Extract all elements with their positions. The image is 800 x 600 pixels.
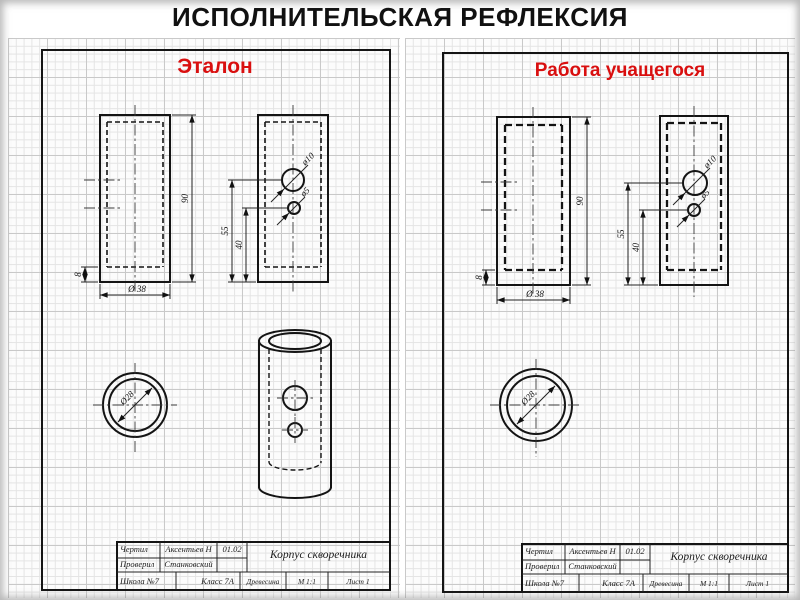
tb-checked-label: Проверил — [120, 559, 155, 569]
svg-text:ø5: ø5 — [697, 187, 711, 201]
svg-text:ø10: ø10 — [299, 150, 317, 168]
svg-text:40: 40 — [631, 243, 641, 253]
tb-material: Древесина — [246, 577, 280, 586]
tb-material: Древесина — [649, 579, 683, 588]
svg-text:55: 55 — [220, 226, 230, 236]
tb-school: Школа №7 — [525, 578, 565, 588]
svg-text:90: 90 — [180, 194, 190, 204]
svg-text:Ø 38: Ø 38 — [525, 289, 544, 299]
svg-text:55: 55 — [616, 229, 626, 239]
svg-text:8: 8 — [474, 275, 484, 280]
tb-scale: М 1:1 — [699, 579, 719, 588]
tb-sheet: Лист 1 — [745, 579, 770, 588]
tb-sheet: Лист 1 — [346, 577, 370, 586]
tb-class: Класс 7А — [201, 576, 234, 586]
svg-text:Ø 38: Ø 38 — [127, 284, 146, 294]
tb-drew-name: Аксентьев Н — [569, 546, 616, 556]
tb-drew-label: Чертил — [120, 544, 148, 554]
svg-text:40: 40 — [234, 240, 244, 250]
tb-checked-name: Станковский — [164, 559, 213, 569]
tb-date: 01.02 — [625, 546, 645, 556]
tb-class: Класс 7А — [602, 578, 635, 588]
tb-part-name: Корпус скворечника — [269, 549, 368, 561]
svg-text:90: 90 — [575, 196, 585, 206]
svg-text:ø10: ø10 — [701, 153, 719, 171]
slide-title: ИСПОЛНИТЕЛЬСКАЯ РЕФЛЕКСИЯ — [172, 2, 628, 32]
svg-text:ø5: ø5 — [297, 185, 311, 199]
tb-part-name: Корпус скворечника — [670, 551, 768, 563]
tb-checked-label: Проверил — [525, 561, 560, 571]
student-label: Работа учащегося — [534, 60, 706, 81]
tb-date: 01.02 — [222, 544, 242, 554]
tb-drew-label: Чертил — [525, 546, 553, 556]
svg-text:8: 8 — [73, 272, 83, 277]
tb-checked-name: Станковский — [568, 561, 617, 571]
tb-scale: М 1:1 — [297, 577, 317, 586]
tb-drew-name: Аксентьев Н — [165, 544, 212, 554]
tb-school: Школа №7 — [120, 576, 160, 586]
etalon-label: Эталон — [177, 55, 253, 78]
